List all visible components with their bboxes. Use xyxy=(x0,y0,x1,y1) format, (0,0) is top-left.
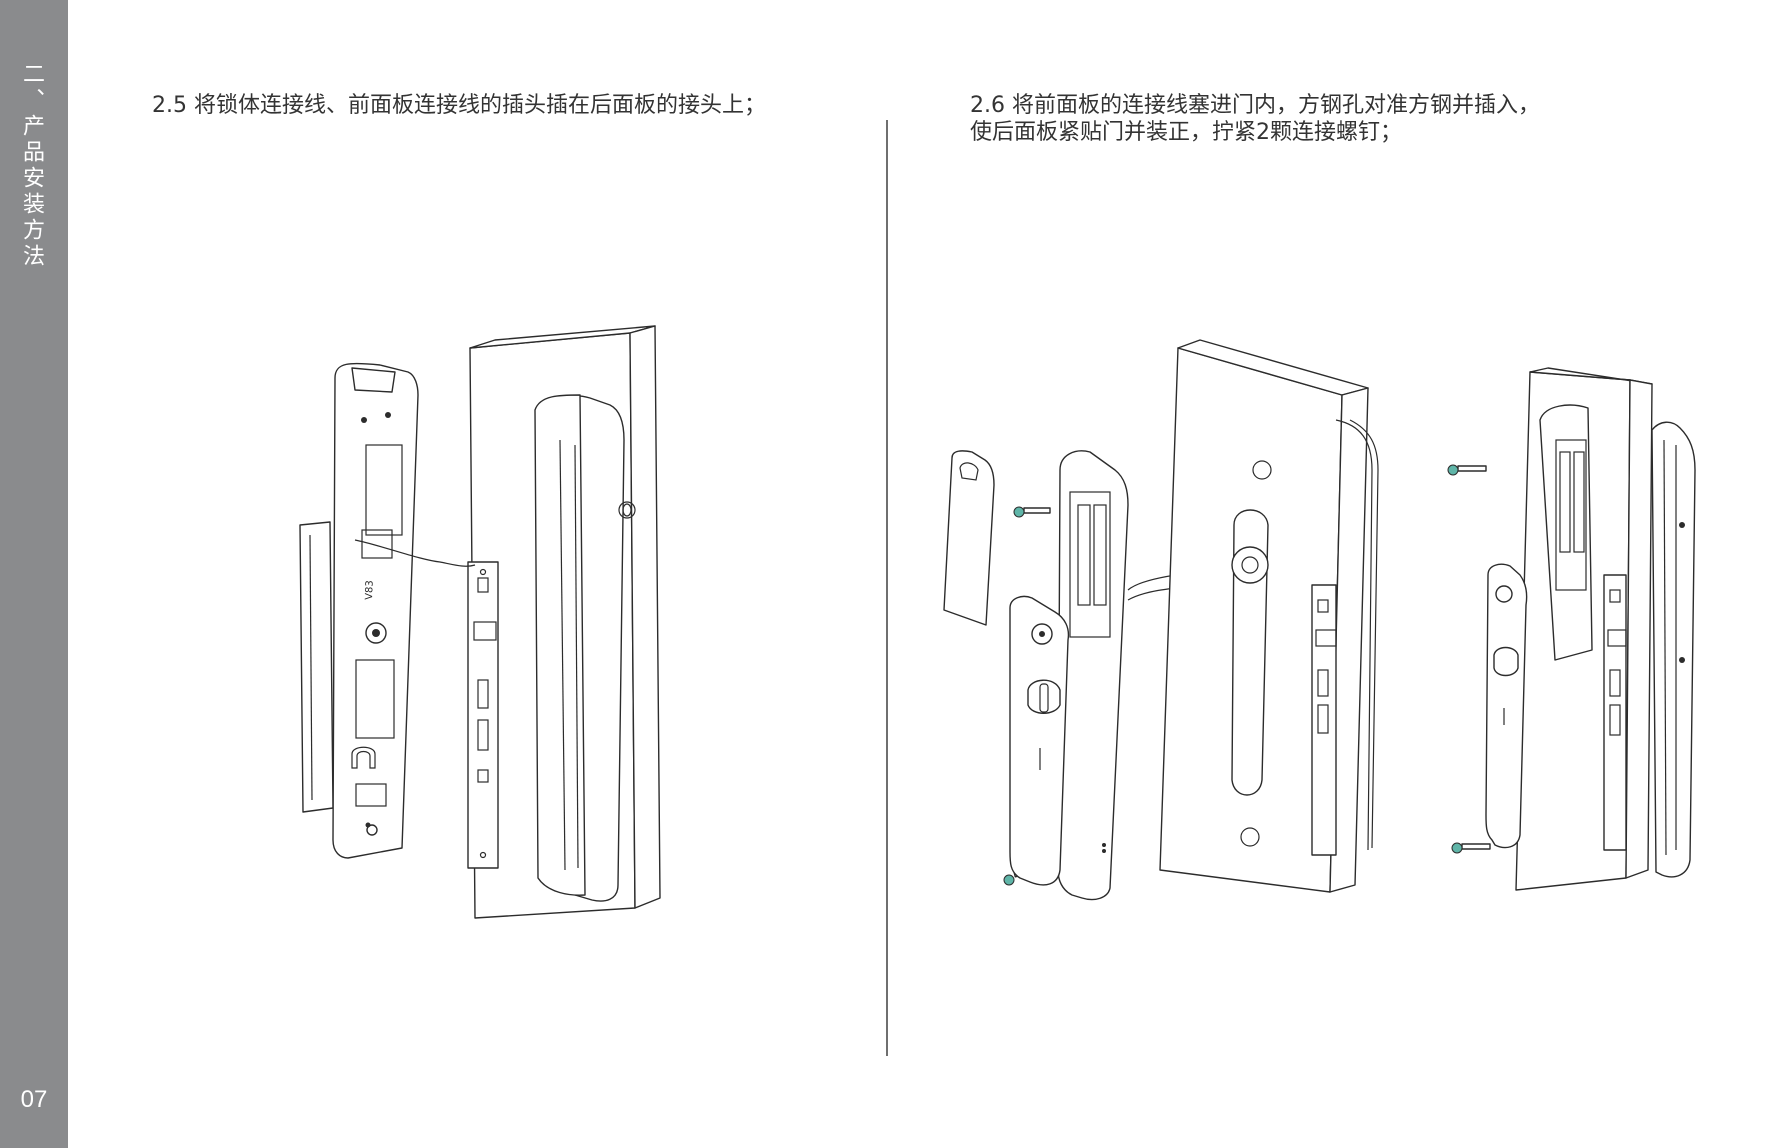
step-2-6-text: 2.6 将前面板的连接线塞进门内，方钢孔对准方钢并插入， 使后面板紧贴门并装正，… xyxy=(970,92,1540,146)
step-2-6-line-2: 使后面板紧贴门并装正，拧紧2颗连接螺钉； xyxy=(970,120,1402,145)
front-panel-right xyxy=(1009,450,1276,901)
step-2-6-line-1: 2.6 将前面板的连接线塞进门内，方钢孔对准方钢并插入， xyxy=(970,93,1540,118)
screw-top-right xyxy=(1447,464,1487,476)
screw-bottom-right xyxy=(1451,842,1491,854)
front-panel-left: V83 xyxy=(299,362,476,859)
sidebar: 二、产品安装方法 07 xyxy=(0,0,68,1148)
battery-cover xyxy=(943,450,995,626)
column-divider xyxy=(886,120,888,1056)
mortise-lock-left xyxy=(467,561,499,869)
step-2-5-text: 2.5 将锁体连接线、前面板连接线的插头插在后面板的接头上； xyxy=(152,92,766,119)
section-title: 二、产品安装方法 xyxy=(19,62,44,270)
screw-top-left xyxy=(1013,506,1051,518)
step-2-5-line-1: 2.5 将锁体连接线、前面板连接线的插头插在后面板的接头上； xyxy=(152,93,766,118)
page-number: 07 xyxy=(20,1086,48,1113)
assembled-door-right xyxy=(1485,367,1696,891)
model-mark-label: V83 xyxy=(364,580,376,600)
rear-panel-left xyxy=(534,394,636,902)
door-slab-right xyxy=(1159,339,1379,893)
